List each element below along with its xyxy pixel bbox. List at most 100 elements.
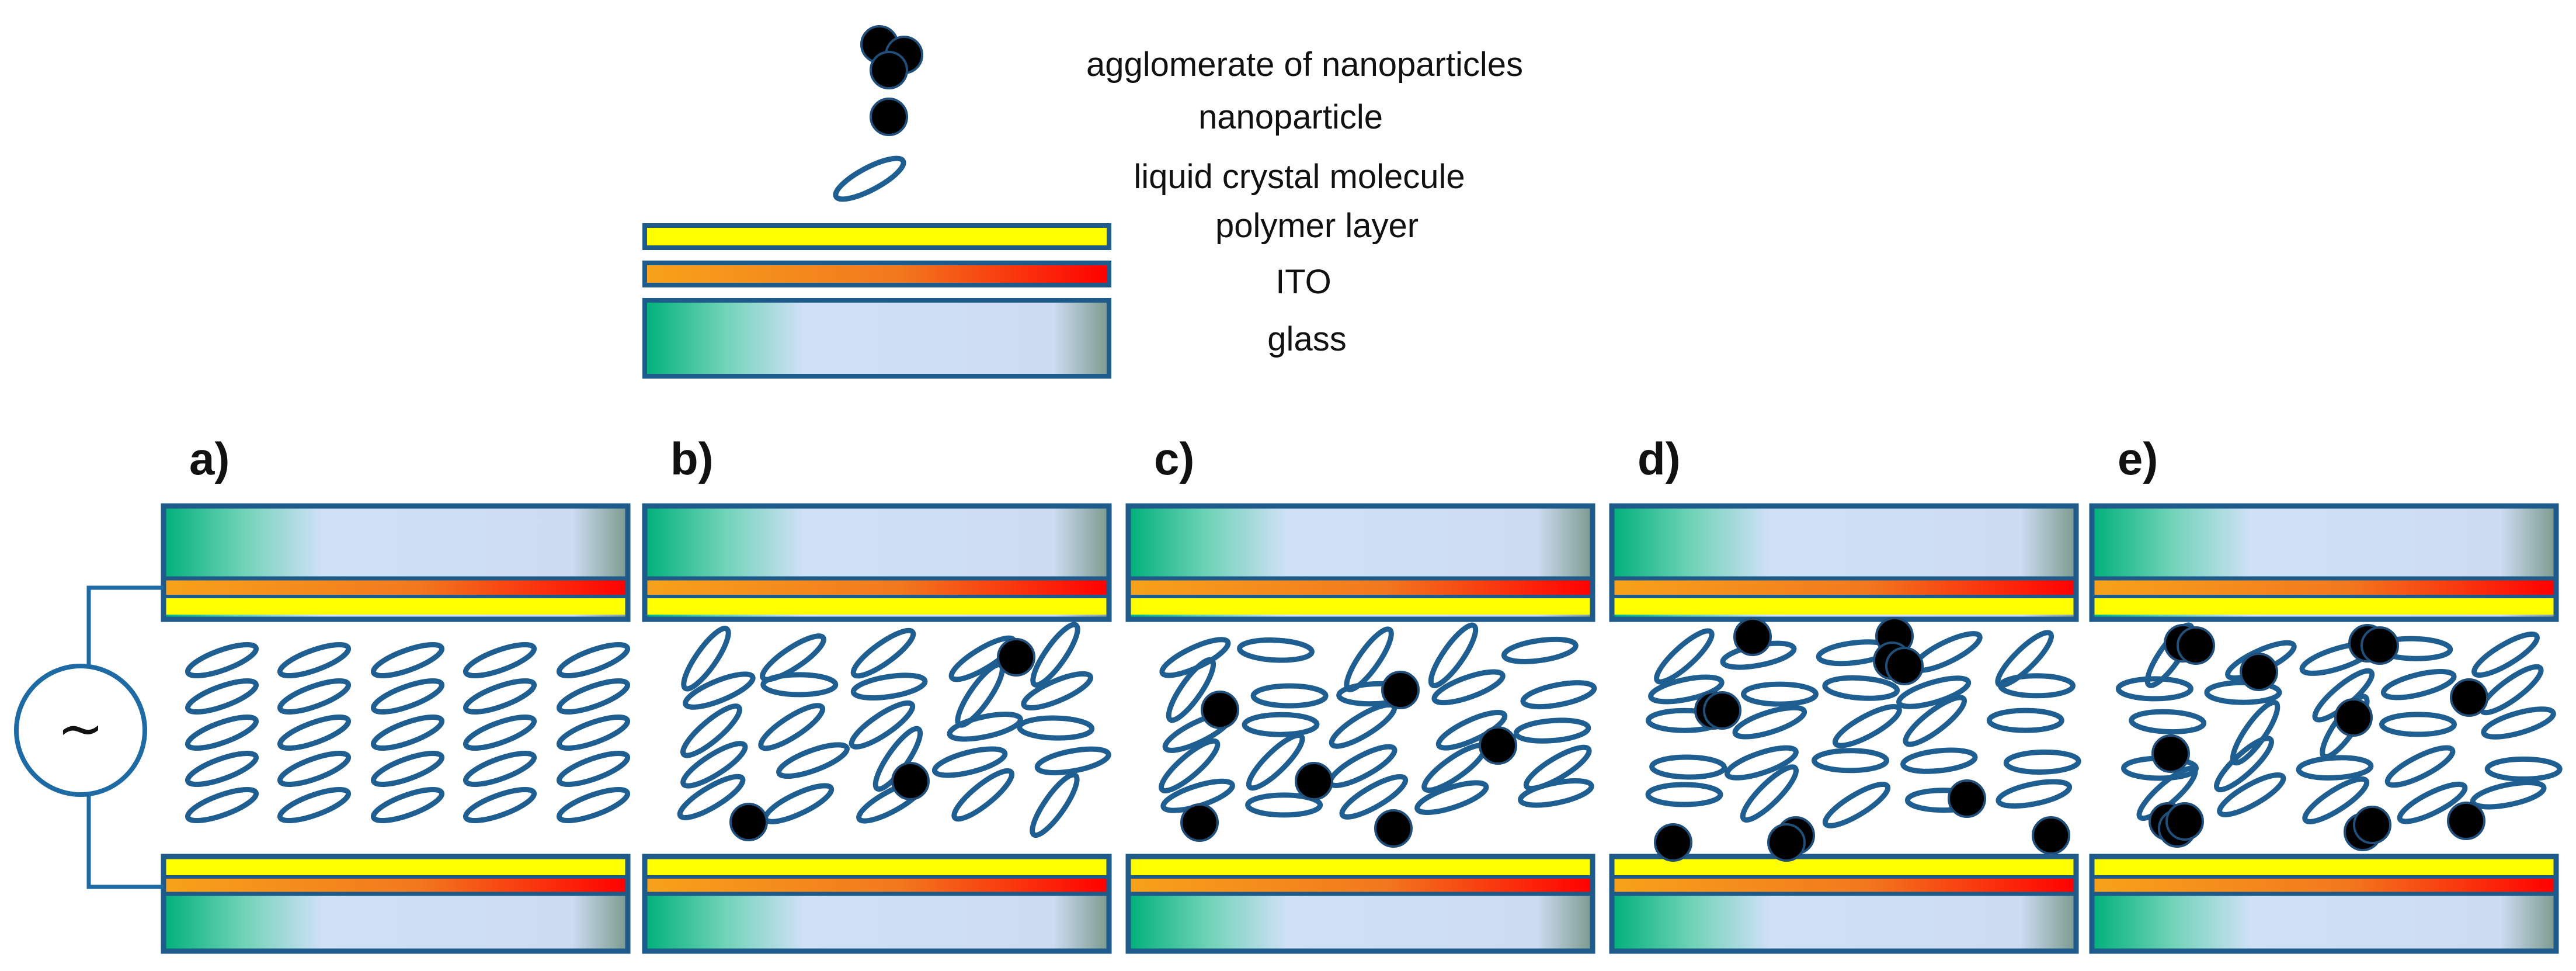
lc-molecule: [1812, 748, 1889, 774]
lc-molecule: [1021, 671, 1094, 710]
bottom-substrate-frame: [1609, 854, 2079, 954]
panel-b: b): [642, 433, 1112, 954]
lc-molecule: [185, 714, 259, 751]
lc-molecule: [2471, 631, 2540, 678]
nanoparticle: [1201, 691, 1239, 729]
ac-source-symbol: ~: [57, 696, 104, 761]
polymer-swatch: [642, 223, 1111, 250]
legend-glass-label: glass: [1267, 320, 1346, 358]
nanoparticle: [1295, 762, 1333, 800]
bottom-substrate-frame: [2089, 854, 2559, 954]
nanoparticle: [1948, 779, 1986, 818]
bottom-ito-layer: [1612, 878, 2076, 892]
lc-molecule: [277, 750, 352, 788]
lc-molecule: [1242, 712, 1320, 737]
nanoparticle: [729, 803, 768, 841]
bottom-substrate-frame: [642, 854, 1112, 954]
lc-molecule: [1998, 673, 2076, 699]
lc-molecule: [763, 783, 835, 824]
top-ito-layer: [1128, 580, 1593, 595]
nanoparticle: [1767, 823, 1806, 862]
bottom-ito-layer: [1128, 878, 1593, 892]
top-substrate-frame: [1609, 503, 2079, 622]
lc-molecule: [1520, 680, 1597, 710]
lc-molecule: [2380, 668, 2457, 700]
lc-molecule: [556, 750, 631, 788]
nanoparticle: [1374, 809, 1413, 848]
lc-molecule: [370, 678, 445, 715]
top-substrate-frame: [642, 503, 1112, 622]
ito-swatch: [642, 261, 1111, 287]
lc-molecule: [2384, 745, 2456, 788]
lc-molecule: [1654, 628, 1715, 685]
lc-molecule: [556, 714, 631, 751]
upper-wire: [86, 585, 164, 671]
lc-molecule: [185, 786, 259, 824]
lc-molecule: [1832, 704, 1902, 748]
lc-molecule: [1030, 622, 1080, 688]
nanoparticle: [2032, 816, 2070, 855]
lc-molecule: [1159, 637, 1231, 678]
top-polymer-layer: [2092, 598, 2556, 615]
lc-molecule: [1732, 705, 1807, 740]
top-ito-layer: [2092, 580, 2556, 595]
lc-molecule: [2217, 772, 2286, 817]
lc-molecule: [277, 714, 352, 751]
lc-molecule: [951, 768, 1015, 822]
ac-source-icon: [14, 664, 147, 797]
lc-molecule: [2214, 736, 2274, 793]
agglomerate-icon: [860, 25, 923, 89]
lc-molecule: [1501, 636, 1579, 664]
lc-molecule: [849, 700, 916, 750]
lc-molecule: [370, 750, 445, 788]
lc-molecule: [2136, 765, 2198, 821]
panel-label: b): [670, 433, 714, 484]
nanoparticle-icon: [870, 98, 908, 136]
lc-molecule: [677, 774, 746, 821]
lc-molecule: [1724, 745, 1799, 781]
legend-lc-molecule-label: liquid crystal molecule: [1134, 158, 1465, 196]
lc-molecule: [277, 786, 352, 824]
lc-molecule: [463, 678, 537, 715]
nanoparticle: [2450, 678, 2488, 717]
lc-molecule: [760, 633, 826, 682]
lc-molecule: [1159, 738, 1221, 793]
lc-molecule: [556, 786, 631, 824]
lc-molecule: [277, 678, 352, 715]
lc-molecule: [1513, 717, 1591, 744]
top-polymer-layer: [1612, 598, 2076, 615]
bottom-polymer-layer: [1128, 859, 1593, 876]
bottom-polymer-layer: [645, 859, 1109, 876]
nanoparticle: [1733, 618, 1772, 656]
top-substrate-frame: [2089, 503, 2559, 622]
lc-molecule: [1740, 764, 1799, 823]
lc-molecule: [760, 672, 839, 698]
lc-molecule: [947, 712, 1023, 742]
lc-molecule: [463, 641, 537, 679]
lc-molecule: [1017, 715, 1095, 741]
lc-molecule: [277, 641, 352, 679]
legend-ito-label: ITO: [1275, 263, 1332, 301]
bottom-polymer-layer: [164, 859, 628, 876]
nanoparticle: [2240, 653, 2278, 691]
panel-label: d): [1638, 433, 1681, 484]
top-ito-layer: [164, 580, 628, 595]
lc-molecule: [1900, 747, 1978, 774]
lc-molecule: [185, 641, 259, 679]
lc-molecule: [2481, 706, 2556, 740]
lc-molecule: [2003, 749, 2081, 775]
nanoparticle: [1180, 803, 1219, 842]
lc-molecule: [683, 671, 756, 710]
top-substrate-frame: [161, 503, 631, 622]
bottom-substrate-frame: [161, 854, 631, 954]
top-polymer-layer: [1128, 598, 1593, 615]
nanoparticle: [2447, 802, 2485, 840]
bottom-substrate-frame: [1125, 854, 1595, 954]
lc-molecule: [2484, 756, 2563, 782]
nanoparticle: [2353, 806, 2391, 844]
lc-molecule: [1245, 792, 1323, 818]
bottom-ito-layer: [2092, 878, 2556, 892]
lc-molecule: [776, 742, 850, 779]
